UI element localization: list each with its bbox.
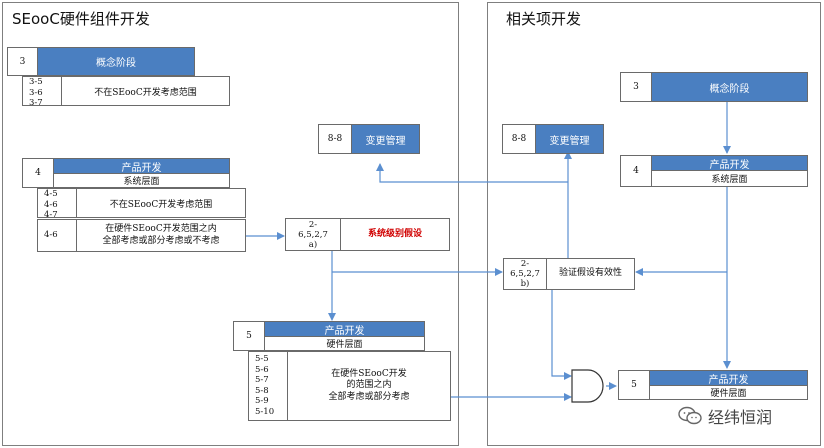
hw-left-label: 产品开发 [265, 322, 424, 337]
product-right-box: 4 产品开发 系统层面 [620, 155, 808, 187]
concept-left-box: 3 概念阶段 [7, 47, 195, 76]
watermark-text: 经纬恒润 [708, 408, 773, 427]
product-left-number: 4 [23, 159, 54, 187]
change-left-number: 8-8 [319, 125, 352, 153]
verify-b-box: 2- 6,5,2,7 b) 验证假设有效性 [503, 258, 635, 290]
change-left-label: 变更管理 [352, 125, 419, 153]
product-left-ids1: 4-5 4-6 4-7 [38, 189, 77, 220]
hw-left-ids: 5-5 5-6 5-7 5-8 5-9 5-10 [249, 352, 288, 420]
assumption-a-label: 系统级别假设 [367, 228, 422, 239]
assumption-a-box: 2- 6,5,2,7 a) 系统级别假设 [285, 218, 450, 251]
product-right-number: 4 [621, 156, 652, 186]
concept-right-number: 3 [621, 73, 652, 101]
hw-left-note-box: 5-5 5-6 5-7 5-8 5-9 5-10 在硬件SEooC开发 的范围之… [248, 351, 451, 421]
arrow-verify-to-gate [551, 290, 572, 380]
change-right-number: 8-8 [503, 125, 536, 153]
arrow-verify-to-change-left [376, 163, 568, 183]
hw-left-box: 5 产品开发 硬件层面 [233, 321, 425, 351]
hw-right-number: 5 [619, 371, 650, 399]
hw-left-number: 5 [234, 322, 265, 350]
product-left-note1: 不在SEooC开发考虑范围 [77, 189, 245, 217]
hw-right-box: 5 产品开发 硬件层面 [618, 370, 808, 400]
concept-left-note: 不在SEooC开发考虑范围 [62, 77, 229, 105]
product-left-note1-box: 4-5 4-6 4-7 不在SEooC开发考虑范围 [37, 188, 246, 220]
concept-left-ids: 3-5 3-6 3-7 [23, 77, 62, 108]
concept-left-label: 概念阶段 [38, 48, 194, 75]
change-right-box: 8-8 变更管理 [502, 124, 604, 154]
product-left-sublabel: 系统层面 [54, 173, 229, 187]
product-left-label: 产品开发 [54, 159, 229, 174]
concept-right-box: 3 概念阶段 [620, 72, 808, 102]
verify-b-label: 验证假设有效性 [558, 268, 622, 279]
and-gate [571, 369, 604, 403]
change-right-label: 变更管理 [536, 125, 603, 153]
watermark: 经纬恒润 [678, 404, 772, 428]
verify-b-number: 2- 6,5,2,7 b) [504, 259, 547, 289]
product-left-note2-box: 4-6 在硬件SEooC开发范围之内 全部考虑或部分考虑或不考虑 [37, 219, 246, 252]
hw-right-label: 产品开发 [650, 371, 807, 386]
hw-right-sublabel: 硬件层面 [650, 385, 807, 399]
change-left-box: 8-8 变更管理 [318, 124, 420, 154]
right-panel-title: 相关项开发 [506, 10, 582, 28]
concept-left-note-box: 3-5 3-6 3-7 不在SEooC开发考虑范围 [22, 76, 230, 108]
product-left-ids2: 4-6 [38, 220, 77, 251]
hw-left-note: 在硬件SEooC开发 的范围之内 全部考虑或部分考虑 [328, 368, 410, 402]
product-left-note2: 在硬件SEooC开发范围之内 全部考虑或部分考虑或不考虑 [102, 224, 220, 246]
product-right-label: 产品开发 [652, 156, 807, 171]
left-panel-title: SEooC硬件组件开发 [12, 10, 150, 28]
assumption-a-number: 2- 6,5,2,7 a) [286, 219, 341, 250]
wechat-icon [678, 406, 702, 425]
product-left-box: 4 产品开发 系统层面 [22, 158, 230, 188]
hw-left-sublabel: 硬件层面 [265, 336, 424, 350]
concept-left-number: 3 [8, 48, 38, 75]
product-right-sublabel: 系统层面 [652, 170, 807, 186]
concept-right-label: 概念阶段 [652, 73, 807, 101]
